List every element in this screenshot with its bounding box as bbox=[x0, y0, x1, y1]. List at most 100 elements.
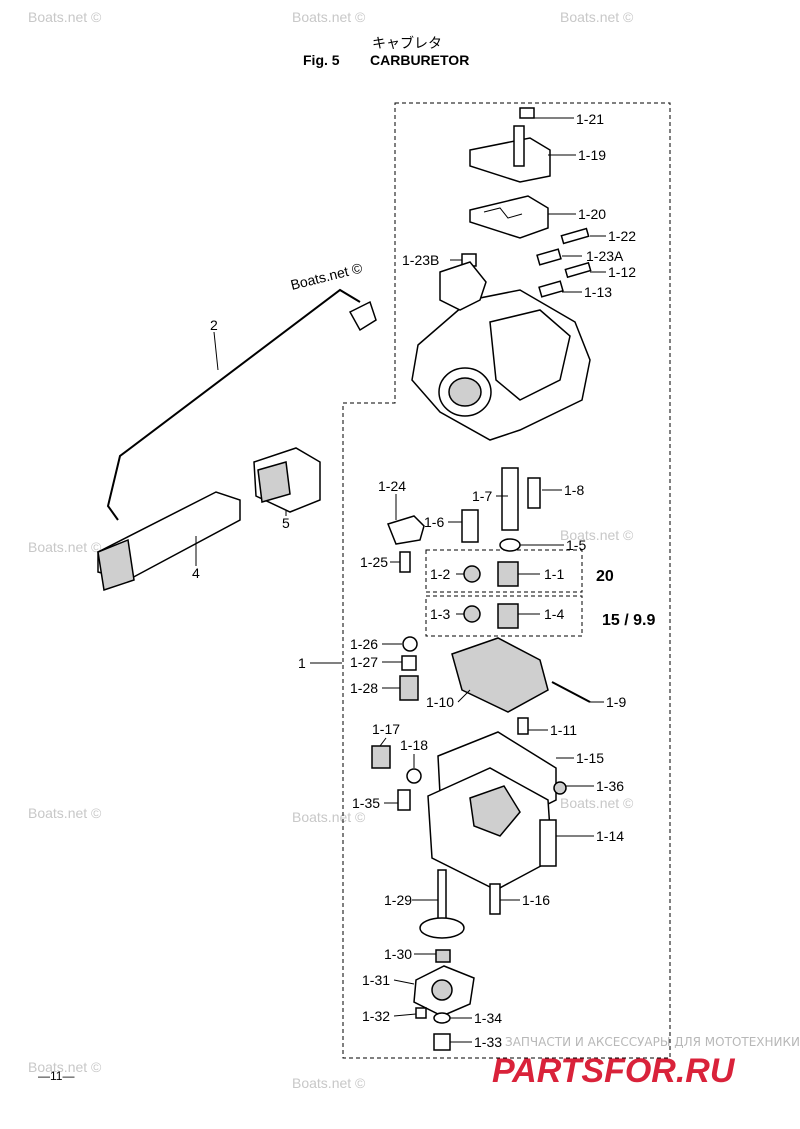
diaphragm bbox=[419, 917, 465, 939]
jet-1-1 bbox=[497, 561, 519, 587]
spring-1-13 bbox=[538, 280, 564, 298]
bracket-1-24 bbox=[387, 515, 425, 545]
watermark: Boats.net © bbox=[292, 1075, 366, 1091]
callout-1-17: 1-17 bbox=[372, 721, 400, 737]
needle-1-8 bbox=[527, 477, 541, 509]
watermark: Boats.net © bbox=[292, 9, 366, 25]
callout-1-30: 1-30 bbox=[384, 946, 412, 962]
callout-1-12: 1-12 bbox=[608, 264, 636, 280]
watermark: Boats.net © bbox=[28, 805, 102, 821]
jet-1-4 bbox=[497, 603, 519, 629]
o-ring-1-18 bbox=[406, 768, 422, 784]
throttle-linkage bbox=[439, 261, 487, 311]
screw-1-32 bbox=[415, 1007, 427, 1019]
brand-tagline: ЗАПЧАСТИ И АКСЕССУАРЫ ДЛЯ МОТОТЕХНИКИ bbox=[505, 1035, 800, 1049]
callout-1-14: 1-14 bbox=[596, 828, 624, 844]
callout-1-5: 1-5 bbox=[566, 537, 586, 553]
callout-1-36: 1-36 bbox=[596, 778, 624, 794]
callout-1-21: 1-21 bbox=[576, 111, 604, 127]
callout-2: 2 bbox=[210, 317, 218, 333]
rod-clip bbox=[348, 300, 377, 332]
part-1-27 bbox=[401, 655, 417, 671]
rod-2 bbox=[106, 288, 361, 521]
callout-1-4: 1-4 bbox=[544, 606, 564, 622]
spring-1-23a bbox=[536, 248, 562, 266]
callout-1-15: 1-15 bbox=[576, 750, 604, 766]
japanese-title: キャブレタ bbox=[372, 35, 442, 52]
callout-1-26: 1-26 bbox=[350, 636, 378, 652]
plunger-1-29 bbox=[437, 869, 447, 921]
callout-1-23b: 1-23B bbox=[402, 252, 439, 268]
callout-1-32: 1-32 bbox=[362, 1008, 390, 1024]
float-1-10 bbox=[451, 637, 549, 713]
watermark-inline: Boats.net © bbox=[289, 259, 365, 292]
watermarks: Boats.net © Boats.net © Boats.net © Boat… bbox=[28, 9, 634, 1091]
callout-1-11: 1-11 bbox=[550, 722, 577, 738]
callout-1: 1 bbox=[298, 655, 306, 671]
callout-1-28: 1-28 bbox=[350, 680, 378, 696]
diagram-title: CARBURETOR bbox=[370, 52, 469, 68]
spring-1-30 bbox=[435, 949, 451, 963]
callout-1-31: 1-31 bbox=[362, 972, 390, 988]
callout-1-18: 1-18 bbox=[400, 737, 428, 753]
screw-1-16 bbox=[489, 883, 501, 915]
cover-center bbox=[431, 979, 453, 1001]
callout-1-25: 1-25 bbox=[360, 554, 388, 570]
callout-1-3: 1-3 bbox=[430, 606, 450, 622]
watermark: Boats.net © bbox=[292, 809, 366, 825]
clip-1-26 bbox=[402, 636, 418, 652]
handle-4 bbox=[97, 491, 241, 581]
variant-15-label: 15 / 9.9 bbox=[602, 612, 655, 629]
callout-1-8: 1-8 bbox=[564, 482, 584, 498]
page-number: —11— bbox=[38, 1069, 74, 1083]
callout-1-19: 1-19 bbox=[578, 147, 606, 163]
part-1-28 bbox=[399, 675, 419, 701]
watermark: Boats.net © bbox=[560, 527, 634, 543]
bowl-inner bbox=[469, 785, 521, 837]
variant-box-15 bbox=[425, 595, 583, 637]
callout-1-9: 1-9 bbox=[606, 694, 626, 710]
watermark: Boats.net © bbox=[28, 1059, 102, 1075]
cover-plate bbox=[469, 137, 551, 183]
callout-1-34: 1-34 bbox=[474, 1010, 502, 1026]
callout-1-16: 1-16 bbox=[522, 892, 550, 908]
washer-1-5 bbox=[499, 538, 521, 552]
gasket-cutout bbox=[483, 207, 523, 219]
callout-1-24: 1-24 bbox=[378, 478, 406, 494]
assembly-boundary bbox=[342, 102, 671, 1059]
callout-1-7: 1-7 bbox=[472, 488, 492, 504]
brand-logo: PARTSFOR.RU bbox=[492, 1052, 736, 1090]
watermark: Boats.net © bbox=[560, 795, 634, 811]
callout-1-22: 1-22 bbox=[608, 228, 636, 244]
screw-1-25 bbox=[399, 551, 411, 573]
callout-1-33: 1-33 bbox=[474, 1034, 502, 1050]
screw-1-22 bbox=[560, 227, 590, 245]
callout-1-27: 1-27 bbox=[350, 654, 378, 670]
callout-1-13: 1-13 bbox=[584, 284, 612, 300]
jet-1-2 bbox=[463, 565, 481, 583]
sleeve-opening bbox=[257, 461, 291, 503]
gasket-1-20 bbox=[469, 195, 549, 239]
callout-1-1: 1-1 bbox=[544, 566, 564, 582]
screw-1-12 bbox=[564, 261, 592, 279]
screw-head bbox=[519, 107, 535, 119]
watermark: Boats.net © bbox=[560, 9, 634, 25]
callout-1-23a: 1-23A bbox=[586, 248, 624, 264]
callout-1-6: 1-6 bbox=[424, 514, 444, 530]
variant-20-label: 20 bbox=[596, 568, 614, 585]
screw-1-17 bbox=[371, 745, 391, 769]
pilot-jet-1-6 bbox=[461, 509, 479, 543]
handle-grip bbox=[97, 538, 135, 591]
washer-1-34 bbox=[433, 1012, 451, 1024]
callout-1-10: 1-10 bbox=[426, 694, 454, 710]
jet-1-3 bbox=[463, 605, 481, 623]
carburetor-top-detail bbox=[489, 309, 571, 401]
screw-1-33 bbox=[433, 1033, 451, 1051]
callout-1-20: 1-20 bbox=[578, 206, 606, 222]
callout-labels: 1-21 1-19 1-20 1-22 1-23A 1-23B 1-12 1-1… bbox=[192, 111, 655, 1050]
float-pin-1-9 bbox=[551, 681, 591, 703]
main-nozzle-1-7 bbox=[501, 467, 519, 531]
callout-5: 5 bbox=[282, 515, 290, 531]
